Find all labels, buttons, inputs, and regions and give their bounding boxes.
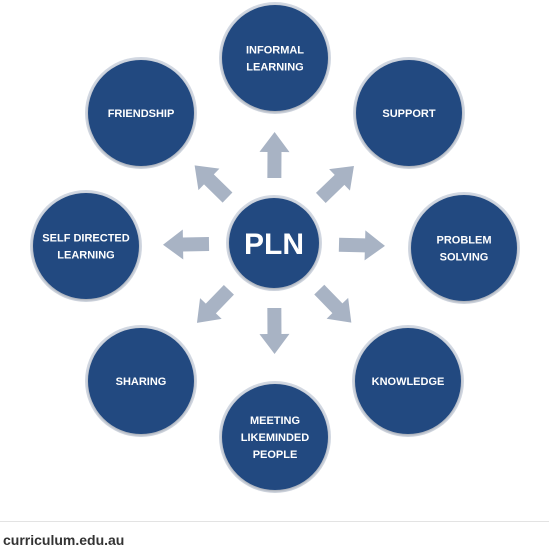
arrow-knowledge [314, 284, 352, 323]
node-informal-learning: INFORMAL LEARNING [219, 2, 331, 114]
arrow-problem-solving [338, 230, 385, 261]
node-label-line: PEOPLE [253, 449, 298, 461]
node-label-line: KNOWLEDGE [372, 376, 445, 388]
center-label: PLN [244, 228, 304, 261]
node-label-line: INFORMAL [246, 45, 304, 57]
node-label-line: SELF DIRECTED [42, 233, 129, 245]
arrow-meeting-likeminded-people [259, 307, 290, 354]
node-self-directed-learning: SELF DIRECTED LEARNING [30, 190, 142, 302]
node-label-line: SUPPORT [382, 108, 435, 120]
center-circle [229, 198, 319, 288]
node-label-line: PROBLEM [437, 235, 492, 247]
node-sharing: SHARING [85, 325, 197, 437]
node-circle [356, 60, 462, 166]
node-problem-solving: PROBLEM SOLVING [408, 192, 520, 304]
node-support: SUPPORT [353, 57, 465, 169]
node-circle [222, 384, 328, 490]
source-caption: curriculum.edu.au [3, 532, 125, 548]
caption-divider [0, 521, 549, 522]
arrow-self-directed-learning [163, 229, 210, 260]
arrow-informal-learning [259, 132, 290, 179]
node-friendship: FRIENDSHIP [85, 57, 197, 169]
node-circle [411, 195, 517, 301]
node-label-line: LIKEMINDED [241, 432, 310, 444]
node-knowledge: KNOWLEDGE [352, 325, 464, 437]
pln-diagram: INFORMAL LEARNING SUPPORT PROBLEM SOLVING KNO… [30, 2, 520, 493]
node-label-line: MEETING [250, 415, 300, 427]
node-circle [88, 60, 194, 166]
arrow-support [315, 166, 354, 203]
node-label-line: SHARING [116, 376, 167, 388]
arrow-friendship [194, 165, 233, 203]
arrow-sharing [196, 284, 234, 323]
node-label-line: LEARNING [246, 62, 303, 74]
node-label-line: FRIENDSHIP [108, 108, 175, 120]
node-circle [88, 328, 194, 434]
node-circle [33, 193, 139, 299]
center-node: PLN [226, 195, 322, 291]
node-circle [355, 328, 461, 434]
node-circle [222, 5, 328, 111]
node-meeting-likeminded-people: MEETING LIKEMINDED PEOPLE [219, 381, 331, 493]
node-label-line: SOLVING [440, 252, 489, 264]
node-label-line: LEARNING [57, 250, 114, 262]
